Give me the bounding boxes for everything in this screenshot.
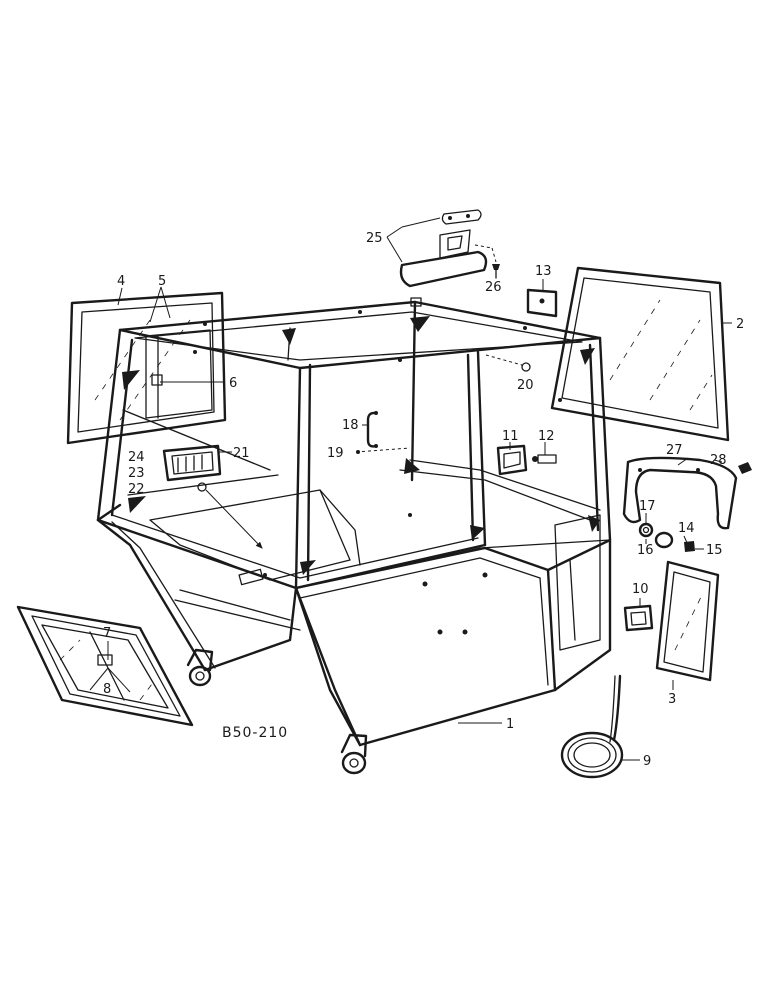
callout-17: 17 xyxy=(639,499,656,514)
drawing-code: B50-210 xyxy=(222,725,288,741)
callout-1: 1 xyxy=(506,717,514,732)
callout-2: 2 xyxy=(736,317,744,332)
callout-19: 19 xyxy=(327,446,344,461)
callout-20: 20 xyxy=(517,378,534,393)
check-strap-part-27 xyxy=(622,456,752,530)
callout-11: 11 xyxy=(502,429,519,444)
nut-part-20 xyxy=(485,354,531,372)
front-window-part-7 xyxy=(16,605,194,727)
lock-part-11 xyxy=(496,444,557,476)
callout-28: 28 xyxy=(710,453,727,468)
lamp-part-21 xyxy=(162,444,263,549)
cab-lower-base xyxy=(96,514,612,775)
leader-lines xyxy=(89,217,732,761)
callout-24: 24 xyxy=(128,450,145,465)
callout-13: 13 xyxy=(535,264,552,279)
callout-14: 14 xyxy=(678,521,695,536)
callout-7: 7 xyxy=(103,626,111,641)
callout-16: 16 xyxy=(637,543,654,558)
seal-roll-part-9 xyxy=(560,674,624,779)
callout-25: 25 xyxy=(366,231,383,246)
callout-5: 5 xyxy=(158,274,166,289)
latch-part-10 xyxy=(623,604,654,632)
callout-15: 15 xyxy=(706,543,723,558)
callout-23: 23 xyxy=(128,466,145,481)
callouts: 1 2 3 4 5 6 7 8 9 10 11 12 13 14 15 16 1… xyxy=(103,231,744,769)
callout-26: 26 xyxy=(485,280,502,295)
callout-10: 10 xyxy=(632,582,649,597)
small-window-part-3 xyxy=(655,560,720,682)
sun-visor-part-25 xyxy=(399,209,500,288)
side-window-part-2 xyxy=(550,266,730,442)
cab-frame xyxy=(96,297,612,635)
callout-3: 3 xyxy=(668,692,676,707)
bracket-part-13 xyxy=(526,288,558,318)
callout-6: 6 xyxy=(229,376,237,391)
callout-12: 12 xyxy=(538,429,555,444)
callout-9: 9 xyxy=(643,754,651,769)
callout-8: 8 xyxy=(103,682,111,697)
callout-21: 21 xyxy=(233,446,250,461)
callout-4: 4 xyxy=(117,274,125,289)
callout-18: 18 xyxy=(342,418,359,433)
callout-22: 22 xyxy=(128,482,145,497)
handle-part-18 xyxy=(355,411,411,454)
hinge-pin-part-14 xyxy=(638,522,695,552)
rear-window-part-4 xyxy=(66,291,227,445)
callout-27: 27 xyxy=(666,443,683,458)
